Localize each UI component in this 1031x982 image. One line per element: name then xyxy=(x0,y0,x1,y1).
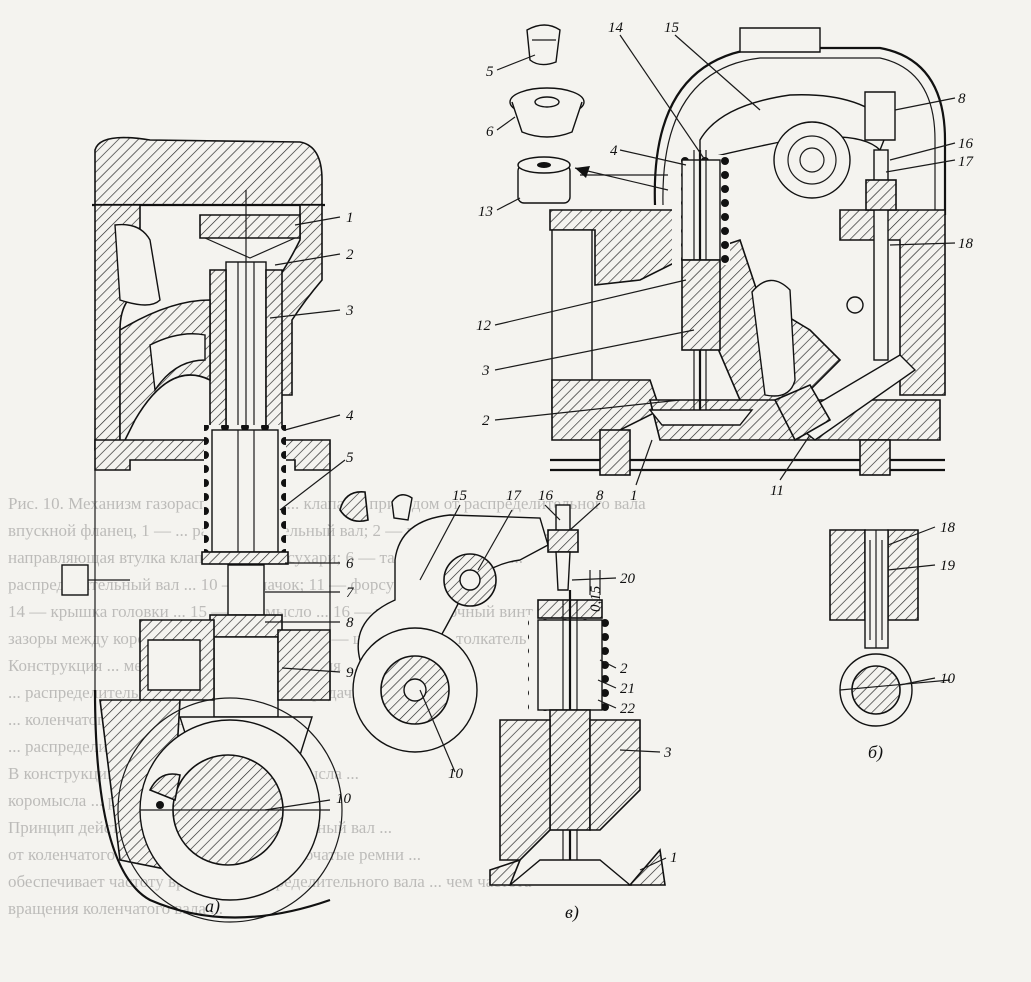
callout-top-11: 11 xyxy=(770,483,784,499)
callout-a-2: 2 xyxy=(346,247,354,263)
figure-a-cylinder-head-section xyxy=(61,136,343,923)
figure-a-callouts: 1 2 3 4 5 6 7 8 9 10 xyxy=(336,210,355,807)
callout-top-16: 16 xyxy=(958,136,974,152)
callout-v-15: 15 xyxy=(452,488,468,504)
bg-line: Рис. 10. Механизм газораспределения ... … xyxy=(8,494,646,513)
figure-v-callouts: 15 17 16 8 20 0,15 2 21 22 10 3 1 xyxy=(448,488,678,866)
callout-a-1: 1 xyxy=(346,210,354,226)
subfigure-label-b: б) xyxy=(868,742,883,763)
callout-top-6: 6 xyxy=(486,124,494,140)
callout-v-16: 16 xyxy=(538,488,554,504)
callout-top-3: 3 xyxy=(481,363,490,379)
callout-a-3: 3 xyxy=(345,303,354,319)
callout-v-clearance: 0,15 xyxy=(588,585,604,612)
figure-b-pushrod-tappet xyxy=(829,529,951,727)
figure-a-leaders xyxy=(264,216,346,811)
callout-v-3: 3 xyxy=(663,745,672,761)
callout-a-6: 6 xyxy=(346,556,354,572)
callout-top-12: 12 xyxy=(476,318,492,334)
callout-top-13: 13 xyxy=(478,204,493,220)
callout-a-9: 9 xyxy=(346,665,354,681)
callout-v-17: 17 xyxy=(506,488,523,504)
callout-top-4: 4 xyxy=(610,143,618,159)
collet-part-5 xyxy=(526,24,561,66)
subfigure-label-v: в) xyxy=(565,902,579,923)
callout-top-15: 15 xyxy=(664,20,680,36)
callout-a-5: 5 xyxy=(346,450,354,466)
bolt-head xyxy=(61,564,89,596)
figure-top-callouts: 5 6 13 14 15 8 4 16 17 18 12 3 2 1 11 xyxy=(476,20,975,504)
figure-b-callouts: 18 19 10 xyxy=(940,520,956,687)
callout-top-1: 1 xyxy=(630,488,638,504)
subfigure-label-a: а) xyxy=(205,896,220,917)
callout-a-7: 7 xyxy=(346,585,355,601)
figure-b-leaders xyxy=(887,526,936,686)
callout-v-8: 8 xyxy=(596,488,604,504)
figure-top-cylinder-head xyxy=(509,24,947,476)
callout-v-1: 1 xyxy=(670,850,678,866)
figure-v-leaders xyxy=(419,502,667,871)
callout-b-18: 18 xyxy=(940,520,956,536)
callout-top-18: 18 xyxy=(958,236,974,252)
callout-a-10: 10 xyxy=(336,791,352,807)
callout-v-22: 22 xyxy=(620,701,636,717)
figure-v-rocker-arm-assembly xyxy=(352,504,666,886)
callout-v-20: 20 xyxy=(620,571,636,587)
callout-top-2: 2 xyxy=(482,413,490,429)
callout-b-10: 10 xyxy=(940,671,956,687)
callout-v-21: 21 xyxy=(620,681,635,697)
callout-b-19: 19 xyxy=(940,558,956,574)
callout-top-8: 8 xyxy=(958,91,966,107)
callout-a-8: 8 xyxy=(346,615,354,631)
callout-top-14: 14 xyxy=(608,20,624,36)
callout-top-5: 5 xyxy=(486,64,494,80)
callout-a-4: 4 xyxy=(346,408,354,424)
callout-v-2: 2 xyxy=(620,661,628,677)
callout-v-10: 10 xyxy=(448,766,464,782)
figure-top-leaders xyxy=(494,34,956,486)
collet-halves-5 xyxy=(339,491,413,523)
callout-top-17: 17 xyxy=(958,154,975,170)
